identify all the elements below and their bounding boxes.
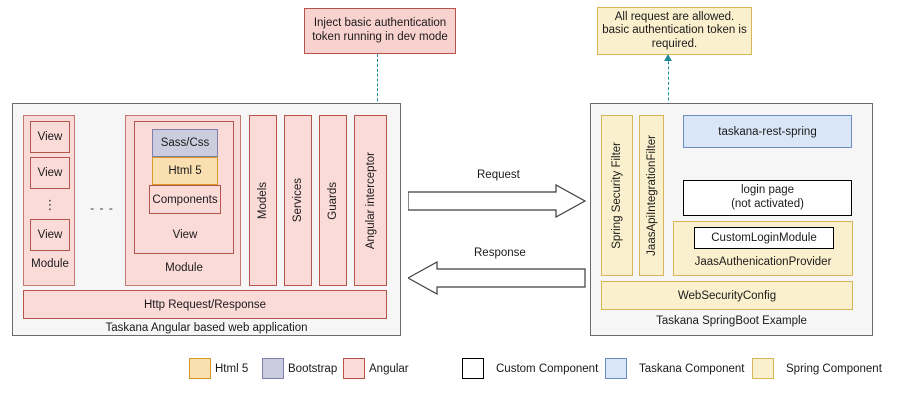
- jaas-api-integration-filter-label: JaasApiIntegrationFilter: [645, 135, 658, 256]
- request-arrow-icon: [408, 184, 586, 218]
- legend-item-spring-component: Spring Component: [752, 358, 882, 379]
- module-a-label: Module: [31, 258, 69, 270]
- services-column-label: Services: [292, 178, 304, 223]
- legend-label-bootstrap: Bootstrap: [288, 362, 338, 375]
- connector-line-left: [377, 54, 378, 106]
- web-security-config-box[interactable]: WebSecurityConfig: [601, 281, 853, 310]
- module-a-container[interactable]: View View ⋮ View Module: [23, 115, 75, 286]
- legend-swatch-spring-component: [752, 358, 774, 379]
- response-arrow-label: Response: [474, 247, 526, 259]
- guards-column[interactable]: Guards: [319, 115, 347, 286]
- spring-security-filter-label: Spring Security Filter: [611, 142, 623, 249]
- legend-swatch-custom-component: [462, 358, 484, 379]
- html5-box[interactable]: Html 5: [152, 157, 218, 185]
- connector-line-right: [668, 56, 669, 116]
- services-column[interactable]: Services: [284, 115, 312, 286]
- components-box[interactable]: Components: [149, 185, 221, 214]
- login-page-line2: (not activated): [731, 198, 804, 210]
- right-panel-caption: Taskana SpringBoot Example: [656, 315, 807, 327]
- jaas-authentication-provider-box[interactable]: CustomLoginModule JaasAuthenicationProvi…: [673, 221, 853, 276]
- legend-swatch-angular: [343, 358, 365, 379]
- legend-label-custom-component: Custom Component: [496, 362, 599, 375]
- legend-item-taskana-component: Taskana Component: [605, 358, 744, 379]
- legend-label-spring-component: Spring Component: [786, 362, 882, 375]
- response-arrow-icon: [408, 261, 586, 295]
- spring-security-filter[interactable]: Spring Security Filter: [601, 115, 633, 276]
- callout-note-right: All request are allowed. basic authentic…: [597, 7, 752, 55]
- taskana-rest-spring-box[interactable]: taskana-rest-spring: [683, 115, 852, 148]
- login-page-box[interactable]: login page (not activated): [683, 180, 852, 216]
- legend-item-custom-component: Custom Component: [462, 358, 598, 379]
- module-b-view-container[interactable]: Sass/Css Html 5 Components View: [134, 121, 234, 254]
- legend-swatch-bootstrap: [262, 358, 284, 379]
- angular-interceptor-label: Angular interceptor: [364, 151, 377, 250]
- http-request-response-bar[interactable]: Http Request/Response: [23, 290, 387, 319]
- guards-column-label: Guards: [327, 181, 339, 220]
- module-a-view-1[interactable]: View: [30, 121, 70, 153]
- angular-app-panel: View View ⋮ View Module - - - Sass/Css H…: [12, 103, 401, 336]
- login-page-line1: login page: [740, 184, 795, 197]
- legend-swatch-html5: [189, 358, 211, 379]
- jaas-api-integration-filter[interactable]: JaasApiIntegrationFilter: [639, 115, 664, 276]
- custom-login-module-box[interactable]: CustomLoginModule: [694, 227, 834, 249]
- module-b-label: Module: [165, 262, 203, 274]
- module-a-view-2[interactable]: View: [30, 157, 70, 189]
- modules-ellipsis: - - -: [90, 201, 114, 215]
- legend: Html 5 Bootstrap Angular Custom Componen…: [0, 358, 900, 388]
- module-a-view-3[interactable]: View: [30, 219, 70, 251]
- module-b-container[interactable]: Sass/Css Html 5 Components View Module: [125, 115, 241, 286]
- legend-item-bootstrap: Bootstrap: [262, 358, 337, 379]
- legend-item-angular: Angular: [343, 358, 409, 379]
- legend-label-angular: Angular: [369, 362, 409, 375]
- legend-label-taskana-component: Taskana Component: [639, 362, 745, 375]
- left-panel-caption: Taskana Angular based web application: [105, 322, 308, 334]
- module-a-vertical-ellipsis: ⋮: [43, 196, 57, 212]
- legend-label-html5: Html 5: [215, 362, 249, 375]
- models-column[interactable]: Models: [249, 115, 277, 286]
- callout-note-left: Inject basic authentication token runnin…: [304, 8, 456, 54]
- legend-item-html5: Html 5: [189, 358, 248, 379]
- angular-interceptor-column[interactable]: Angular interceptor: [354, 115, 387, 286]
- springboot-panel: Spring Security Filter JaasApiIntegratio…: [590, 103, 873, 336]
- module-b-view-label: View: [172, 229, 198, 241]
- jaas-authentication-provider-label: JaasAuthenicationProvider: [694, 256, 832, 268]
- sass-css-box[interactable]: Sass/Css: [152, 129, 218, 157]
- models-column-label: Models: [257, 181, 269, 220]
- connector-arrow-right-icon: [664, 54, 672, 61]
- request-arrow-label: Request: [477, 169, 520, 181]
- legend-swatch-taskana-component: [605, 358, 627, 379]
